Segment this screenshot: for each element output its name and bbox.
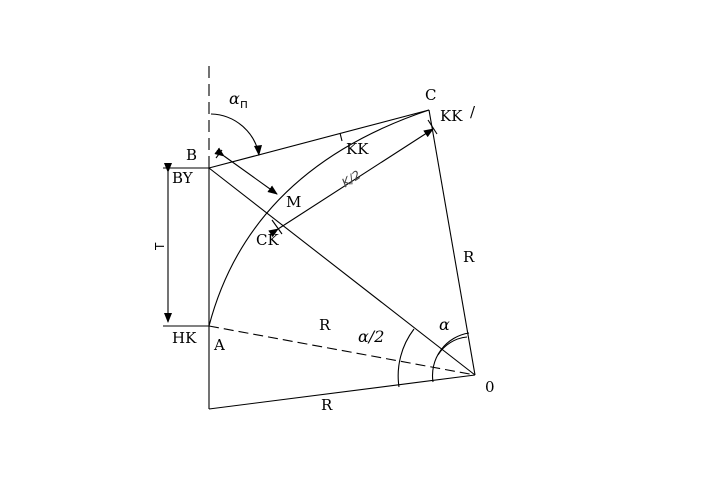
kk-tick: [339, 132, 343, 142]
alpha-angle-arc-outer: [431, 332, 470, 383]
label-alpha: α: [439, 315, 450, 334]
k-half-dimension-arrow: [268, 128, 434, 238]
alpha-p-angle-arc: [210, 113, 260, 156]
circular-arc: [208, 109, 430, 327]
radius-line-oa-dashed: [208, 325, 476, 376]
label-b: B: [186, 146, 197, 164]
label-kk: KK: [346, 140, 369, 158]
label-c: C: [425, 86, 436, 104]
label-o: 0: [485, 378, 495, 396]
m-tick: [215, 149, 223, 159]
alpha-p-arrowhead: [254, 145, 262, 156]
label-ck: CK: [256, 231, 279, 249]
k-half-tick-right: [427, 119, 438, 135]
label-r-bottom: R: [321, 396, 333, 414]
label-alpha-half: α/2: [358, 327, 384, 346]
label-a: A: [213, 336, 225, 354]
radius-line-bottom: [208, 374, 476, 410]
m-distance-arrow: [214, 147, 278, 195]
label-kk-prime: KK: [440, 107, 463, 125]
label-m: M: [286, 193, 301, 211]
bisector-line-bo: [208, 167, 476, 376]
radius-line-oc: [428, 109, 476, 376]
tangent-line-bc: [208, 109, 430, 169]
label-prime-mark: /: [470, 103, 476, 121]
label-r-oa: R: [319, 316, 331, 334]
label-hk: HK: [172, 329, 197, 347]
label-alpha-p-subscript: п: [240, 97, 248, 111]
label-r-oc: R: [463, 248, 475, 266]
alpha-half-angle-arc: [397, 328, 415, 388]
k-half-tick-left: [271, 219, 283, 235]
label-by: BY: [172, 169, 194, 187]
label-alpha-p: α: [229, 89, 240, 108]
label-t: T: [153, 242, 167, 251]
alpha-angle-arc-inner: [437, 336, 468, 356]
